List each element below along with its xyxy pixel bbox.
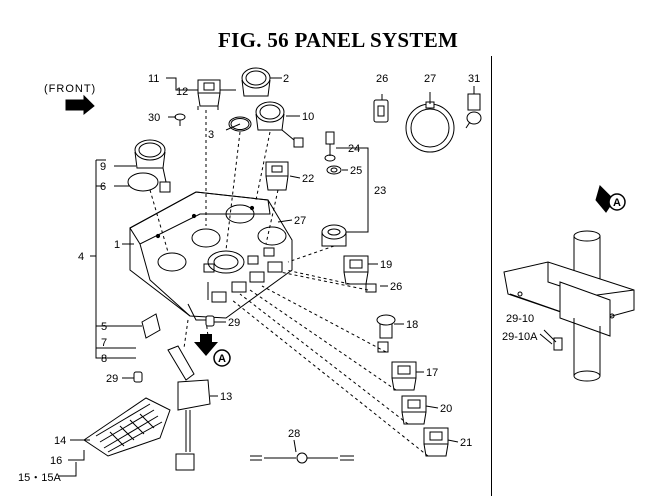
gauge-9 [127, 139, 171, 193]
indicator-12 [197, 79, 221, 110]
view-a-marker-right: A [608, 193, 626, 211]
assembly-leaders [149, 110, 429, 457]
callout-3: 3 [208, 129, 214, 141]
callout-10: 10 [302, 111, 314, 123]
ring-27 [405, 101, 455, 153]
callout-17: 17 [426, 367, 438, 379]
switch-21 [423, 427, 449, 457]
screw-30 [174, 113, 186, 126]
callout-9: 9 [100, 161, 106, 173]
view-a-marker-left: A [194, 334, 231, 367]
callout-5: 5 [101, 321, 107, 333]
ring-3 [228, 116, 252, 132]
callout-20: 20 [440, 403, 452, 415]
callout-14: 14 [54, 435, 66, 447]
callout-16: 16 [50, 455, 62, 467]
switch-20 [401, 395, 427, 425]
view-a-label-left: A [218, 353, 226, 365]
mat-14 [83, 397, 171, 457]
switch-26 [373, 99, 389, 123]
callout-28: 28 [288, 428, 300, 440]
gauge-10 [255, 101, 304, 148]
callout-21: 21 [460, 437, 472, 449]
callout-18: 18 [406, 319, 418, 331]
callout-12: 12 [176, 86, 188, 98]
figure-title: FIG. 56 PANEL SYSTEM [218, 28, 459, 52]
callout-29-10: 29-10 [506, 313, 534, 325]
part-26-lower [365, 283, 377, 293]
callout-6: 6 [100, 181, 106, 193]
callout-labels: 11 12 2 30 3 10 9 6 4 1 5 7 8 29 29 13 1… [18, 73, 538, 484]
panel-body [129, 191, 293, 321]
plug-29-upper [205, 315, 215, 327]
callout-2: 2 [283, 73, 289, 85]
callout-31: 31 [468, 73, 480, 85]
key-31 [465, 93, 482, 129]
key-switch-23 [321, 224, 347, 247]
switch-19 [343, 255, 369, 285]
callout-24: 24 [348, 143, 360, 155]
callout-8: 8 [101, 353, 107, 365]
callout-29-10a: 29-10A [502, 331, 538, 343]
plug-29-lower [133, 371, 143, 383]
callout-leaders [58, 77, 557, 477]
lever-13 [167, 345, 211, 471]
front-arrow-icon [65, 94, 95, 116]
callout-27-lower: 27 [294, 215, 306, 227]
column-assembly [503, 185, 635, 382]
gauge-2 [241, 67, 282, 97]
switch-22 [265, 161, 289, 191]
callout-29-upper: 29 [228, 317, 240, 329]
callout-15: 15・15A [18, 472, 61, 484]
view-a-label-right: A [613, 197, 621, 209]
nut-25 [326, 165, 342, 175]
callout-1: 1 [114, 239, 120, 251]
key-24 [324, 131, 336, 162]
callout-27-upper: 27 [424, 73, 436, 85]
callout-11: 11 [148, 73, 159, 85]
bracket-5 [141, 313, 161, 339]
front-label: (FRONT) [44, 83, 97, 95]
callout-25: 25 [350, 165, 362, 177]
harness-28 [250, 452, 354, 464]
callout-19: 19 [380, 259, 392, 271]
view-divider [491, 56, 492, 496]
callout-13: 13 [220, 391, 232, 403]
switch-18 [376, 314, 396, 353]
callout-26-lower: 26 [390, 281, 402, 293]
callout-4: 4 [78, 251, 84, 263]
switch-17 [391, 361, 417, 391]
callout-30: 30 [148, 112, 160, 124]
callout-23: 23 [374, 185, 386, 197]
callout-22: 22 [302, 173, 314, 185]
callout-26-upper: 26 [376, 73, 388, 85]
callout-29-lower: 29 [106, 373, 118, 385]
callout-7: 7 [101, 337, 107, 349]
